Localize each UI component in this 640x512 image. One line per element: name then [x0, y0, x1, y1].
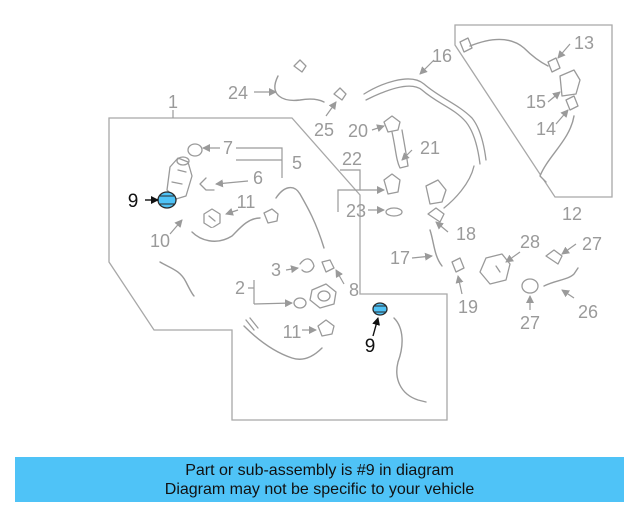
callout-19: 19: [458, 297, 478, 317]
clamp-9-lower: [372, 302, 388, 316]
callout-18: 18: [456, 224, 476, 244]
clip-3: [299, 258, 315, 273]
housing-4: [309, 283, 337, 309]
sensor-20: [383, 115, 401, 133]
callout-11-lower: 11: [283, 322, 302, 342]
callout-8: 8: [349, 280, 359, 300]
o-ring-23: [385, 207, 403, 217]
clamp-18: [427, 207, 445, 223]
hose-lower-clamp: [245, 317, 259, 331]
sensor-11-lower: [317, 319, 335, 337]
callout-9-upper: 9: [128, 191, 139, 212]
callout-16: 16: [432, 46, 452, 66]
callout-14: 14: [536, 119, 556, 139]
housing-15: [559, 69, 581, 97]
info-banner: Part or sub-assembly is #9 in diagram Di…: [15, 457, 624, 502]
callout-21: 21: [420, 138, 440, 158]
pipe-16: [363, 78, 487, 165]
hose-26: [543, 267, 579, 287]
hose-9: [393, 317, 427, 403]
hose-12-upper: [469, 38, 549, 67]
parts-diagram: 1 7 5 6 11 10 3 2 8 11 24 25 16 20 21 22…: [108, 24, 613, 421]
hose-lower-left: [159, 261, 195, 297]
callout-5: 5: [292, 153, 302, 173]
callout-9-lower: 9: [365, 336, 376, 357]
callout-7: 7: [223, 138, 233, 158]
callout-23: 23: [346, 201, 366, 221]
callout-20: 20: [348, 121, 368, 141]
clamp-27-lower: [521, 278, 539, 294]
clamp-13: [547, 57, 561, 73]
o-ring-7: [187, 143, 203, 157]
valve-22: [383, 173, 401, 195]
hose-upper-left: [191, 217, 261, 242]
pump-28: [479, 253, 511, 285]
callout-24: 24: [228, 83, 248, 103]
arrow-9-lower: [372, 317, 380, 337]
clamp-27-upper: [545, 249, 563, 265]
callout-27-lower: 27: [520, 313, 540, 333]
clamp-24: [293, 59, 307, 73]
callout-27-upper: 27: [582, 234, 602, 254]
sensor-11-upper: [263, 208, 279, 224]
leader-lines: [169, 43, 577, 334]
banner-line-2: Diagram may not be specific to your vehi…: [164, 481, 475, 498]
hose-17: [429, 229, 443, 267]
hose-lower: [243, 325, 323, 360]
assembly-1-outline: [108, 117, 448, 421]
callout-28: 28: [520, 232, 540, 252]
callout-25: 25: [314, 120, 334, 140]
thermostat-housing: [166, 156, 193, 200]
callout-26: 26: [578, 302, 598, 322]
assembly-12-outline: [454, 24, 613, 198]
hose-24: [274, 75, 325, 103]
callout-13: 13: [574, 33, 594, 53]
clamp-19: [451, 257, 465, 273]
callout-3: 3: [271, 260, 281, 280]
hose-long-diagonal: [275, 187, 325, 249]
clamp-9-upper: [157, 191, 177, 209]
callout-2: 2: [235, 278, 245, 298]
clip-6: [199, 177, 215, 191]
sensor-10: [203, 208, 221, 229]
clamp-25: [333, 87, 347, 101]
clamp-14: [565, 95, 579, 111]
callout-12: 12: [562, 204, 582, 224]
callout-22: 22: [342, 149, 362, 169]
callout-11-upper: 11: [237, 192, 256, 212]
junction-18: [425, 179, 447, 205]
banner-line-1: Part or sub-assembly is #9 in diagram: [185, 462, 454, 479]
o-ring-4: [293, 297, 307, 309]
callout-1: 1: [168, 92, 178, 112]
callout-17: 17: [390, 248, 410, 268]
callout-10: 10: [150, 231, 170, 251]
bolt-8: [321, 259, 335, 273]
bracket-21: [391, 129, 409, 169]
callout-15: 15: [526, 92, 546, 112]
clamp-12-upper: [459, 37, 473, 53]
hose-12-lower: [539, 115, 575, 183]
callout-6: 6: [253, 168, 263, 188]
pipe-16-drop: [443, 165, 475, 209]
